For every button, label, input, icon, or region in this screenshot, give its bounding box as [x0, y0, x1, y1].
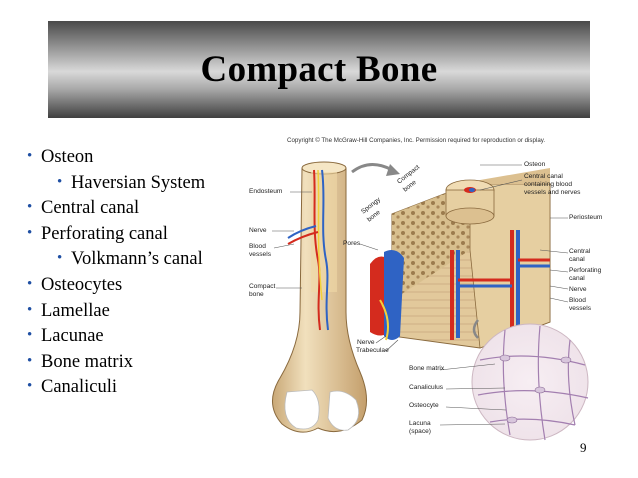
label-nerve-left: Nerve	[249, 227, 267, 234]
figure-copyright: Copyright © The McGraw-Hill Companies, I…	[287, 137, 546, 144]
label-central-canal-top-3: vessels and nerves	[524, 189, 581, 196]
label-trabeculae: Trabeculae	[356, 347, 389, 354]
label-canaliculus: Canaliculus	[409, 384, 444, 391]
label-lacuna-1: Lacuna	[409, 420, 431, 427]
label-lacuna-2: (space)	[409, 428, 431, 435]
slide-title: Compact Bone	[200, 49, 438, 90]
leader-lines	[272, 164, 569, 426]
label-osteon: Osteon	[524, 161, 546, 168]
bullet-item: Perforating canal	[27, 221, 267, 248]
bullet-item: Lacunae	[27, 323, 267, 350]
bullet-item: Lamellae	[27, 298, 267, 325]
label-blood-vessels-left-2: vessels	[249, 251, 271, 258]
magnified-view	[471, 319, 589, 441]
long-bone	[272, 161, 367, 433]
label-central-canal-top-2: containing blood	[524, 181, 573, 188]
bullet-item: Osteon	[27, 144, 267, 171]
label-osteocyte: Osteocyte	[409, 402, 439, 409]
label-pores: Pores	[343, 240, 361, 247]
label-endosteum: Endosteum	[249, 188, 283, 195]
bullet-subitem: Haversian System	[27, 170, 267, 197]
label-compact-bone-left-1: Compact	[249, 283, 276, 290]
bullet-list: Osteon Haversian System Central canal Pe…	[27, 144, 267, 401]
label-compact-bone-left-2: bone	[249, 291, 264, 298]
label-blood-vessels-right-2: vessels	[569, 305, 591, 312]
label-nerve-right: Nerve	[569, 286, 587, 293]
bullet-item: Bone matrix	[27, 349, 267, 376]
label-perforating-canal-2: canal	[569, 275, 585, 282]
label-bone-matrix: Bone matrix	[409, 365, 445, 372]
bullet-item: Canaliculi	[27, 374, 267, 401]
label-blood-vessels-left-1: Blood	[249, 243, 266, 250]
zoom-arrow	[351, 163, 393, 174]
label-central-canal-2: canal	[569, 256, 585, 263]
label-nerve-bottom: Nerve	[357, 339, 375, 346]
bone-wedge	[370, 168, 551, 349]
title-bar: Compact Bone	[48, 21, 590, 118]
label-central-canal-1: Central	[569, 248, 591, 255]
label-periosteum: Periosteum	[569, 214, 603, 221]
label-blood-vessels-right-1: Blood	[569, 297, 586, 304]
page-number: 9	[580, 440, 587, 455]
label-central-canal-top-1: Central canal	[524, 173, 563, 180]
label-perforating-canal-1: Perforating	[569, 267, 602, 274]
bullet-item: Central canal	[27, 195, 267, 222]
bullet-subitem: Volkmann’s canal	[27, 246, 267, 273]
bullet-item: Osteocytes	[27, 272, 267, 299]
